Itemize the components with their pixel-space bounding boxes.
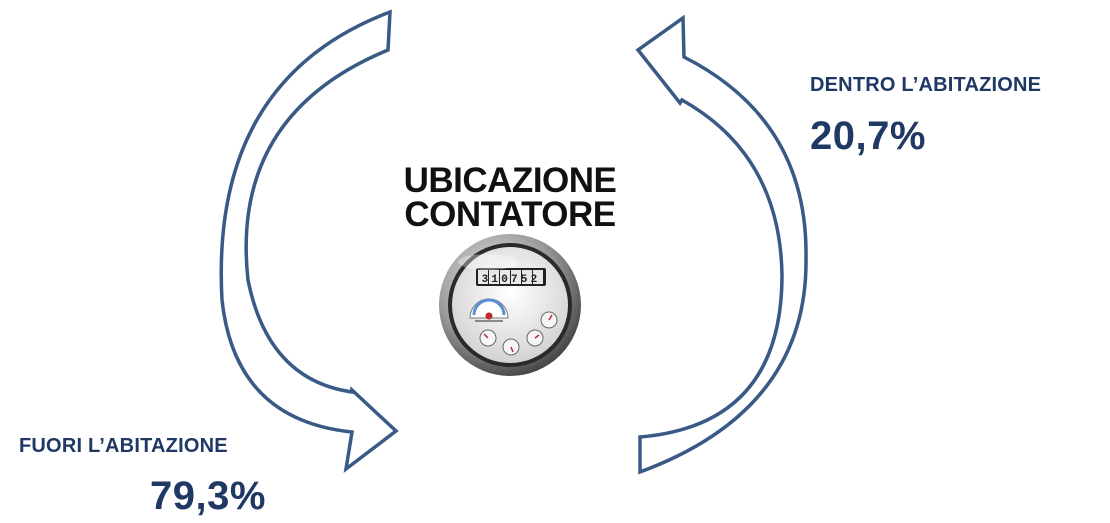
- left-curved-arrow: [219, 9, 399, 474]
- water-meter-icon: 310752: [439, 234, 581, 376]
- meter-digit-cells: [478, 270, 543, 284]
- center-title-line2: CONTATORE: [404, 195, 616, 234]
- meter-digits: 310752: [482, 274, 541, 286]
- outside-label: FUORI L’ABITAZIONE: [19, 435, 228, 457]
- inside-label: DENTRO L’ABITAZIONE: [810, 74, 1042, 96]
- center-title-line1: UBICAZIONE: [403, 161, 617, 200]
- right-curved-arrow: [635, 14, 808, 475]
- center-title: UBICAZIONE CONTATORE: [360, 161, 660, 234]
- outside-percentage: 79,3%: [150, 474, 266, 518]
- inside-percentage: 20,7%: [810, 114, 926, 158]
- meter-red-indicator: [485, 312, 493, 320]
- meter-small-dials: [479, 311, 558, 356]
